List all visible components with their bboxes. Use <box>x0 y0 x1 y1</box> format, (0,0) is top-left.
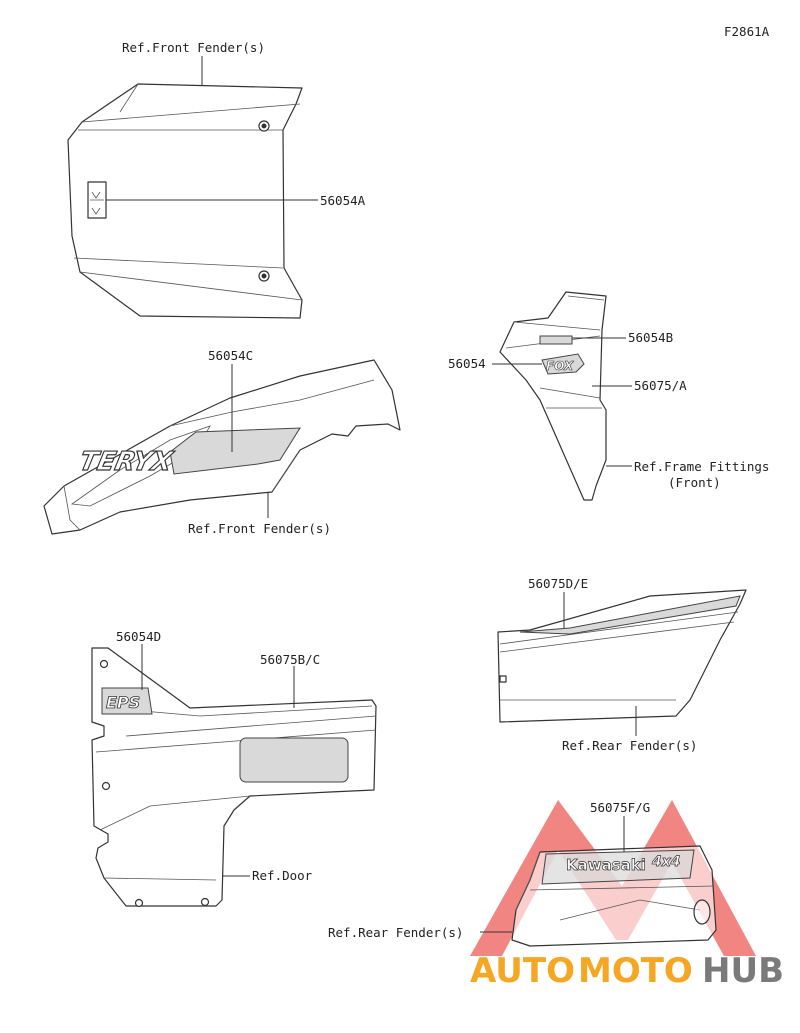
label-56054D: 56054D <box>116 629 161 644</box>
eps-decal-56054D <box>101 687 153 715</box>
label-ref-door: Ref.Door <box>252 868 313 883</box>
label-ref-frame-fittings-1: Ref.Frame Fittings <box>634 459 769 474</box>
label-56075DE: 56075D/E <box>528 576 588 591</box>
rear-fender-kawasaki: Kawasaki 4x4 <box>511 845 717 947</box>
label-ref-rear-fender-1: Ref.Rear Fender(s) <box>562 738 697 753</box>
label-56054A: 56054A <box>320 193 366 208</box>
door-panel: EPS <box>91 647 377 908</box>
label-56054B: 56054B <box>628 330 673 345</box>
teryx-decal-text: TERYX <box>77 447 177 477</box>
label-56054C: 56054C <box>208 348 253 363</box>
fox-small-decal-56054B <box>539 335 573 345</box>
label-56075A: 56075/A <box>634 378 687 393</box>
fox-decal-text: FOX <box>546 359 574 373</box>
fourxfour-decal-text: 4x4 <box>651 854 681 870</box>
rear-fender-panel <box>497 589 747 723</box>
kawasaki-decal-text: Kawasaki <box>566 856 646 874</box>
watermark-moto: MOTO <box>578 951 693 991</box>
rear-fender-stripe-56075DE <box>519 595 741 635</box>
kawasaki-4x4-decal-56075FG <box>541 849 695 885</box>
front-fender-side: TERYX <box>43 359 401 535</box>
front-frame-fitting-guard: FOX <box>499 291 607 501</box>
automotohub-watermark-text: AUTO MOTO HUB <box>470 951 784 991</box>
label-ref-front-fender-mid: Ref.Front Fender(s) <box>188 521 331 536</box>
label-ref-rear-fender-2: Ref.Rear Fender(s) <box>328 925 463 940</box>
eps-decal-text: EPS <box>106 693 140 712</box>
watermark-hub: HUB <box>702 951 784 991</box>
label-ref-front-fender-top: Ref.Front Fender(s) <box>122 40 265 55</box>
fox-decal-56054 <box>541 353 585 375</box>
teryx-decal-56054C <box>169 427 301 475</box>
label-ref-frame-fittings-2: (Front) <box>668 475 721 490</box>
label-56075BC: 56075B/C <box>260 652 320 667</box>
label-56054: 56054 <box>448 356 486 371</box>
label-56075FG: 56075F/G <box>590 800 650 815</box>
figure-id: F2861A <box>724 24 770 39</box>
door-window-recess <box>239 737 349 783</box>
watermark-auto: AUTO <box>470 951 575 991</box>
front-fender-hood <box>67 83 303 319</box>
